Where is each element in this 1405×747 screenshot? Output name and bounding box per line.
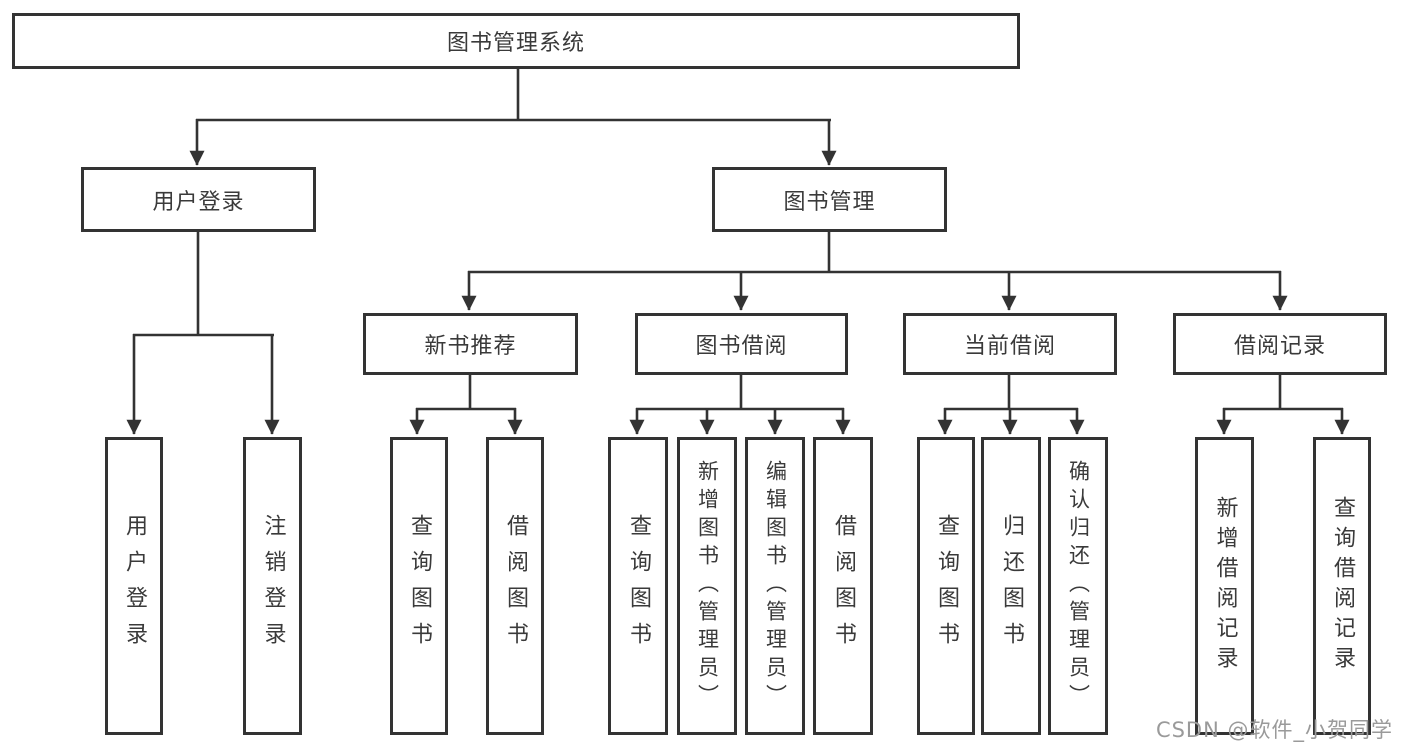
node-label: 编辑图书（管理员） <box>763 460 788 712</box>
connector-root-to-level2 <box>189 69 837 166</box>
node-label: 查询图书 <box>626 514 651 658</box>
node-label: 新书推荐 <box>424 334 517 359</box>
node-new-book-recommendation: 新书推荐 <box>363 313 578 375</box>
connector-borrow-records-children <box>1216 375 1350 435</box>
node-book-borrowing: 图书借阅 <box>635 313 848 375</box>
node-label: 借阅记录 <box>1233 334 1326 359</box>
connector-user-login-children <box>126 232 280 435</box>
node-label: 新增图书（管理员） <box>695 460 720 712</box>
connector-book-borrow-children <box>629 375 851 435</box>
leaf-confirm-return-admin: 确认归还（管理员） <box>1048 437 1108 735</box>
csdn-watermark: CSDN @软件_小贺同学 <box>1155 718 1393 742</box>
node-label: 归还图书 <box>999 514 1024 658</box>
node-label: 查询图书 <box>407 514 432 658</box>
leaf-return-books: 归还图书 <box>981 437 1041 735</box>
node-borrowing-records: 借阅记录 <box>1173 313 1387 375</box>
node-label: 借阅图书 <box>831 514 856 658</box>
leaf-user-login: 用户登录 <box>105 437 163 735</box>
node-label: 图书管理 <box>783 189 876 215</box>
node-label: 注销登录 <box>260 514 286 658</box>
connector-new-book-rec-children <box>409 375 523 435</box>
node-label: 新增借阅记录 <box>1212 496 1238 676</box>
node-library-management-system: 图书管理系统 <box>12 13 1020 69</box>
leaf-logout: 注销登录 <box>243 437 302 735</box>
leaf-query-books-recommendation: 查询图书 <box>390 437 448 735</box>
leaf-edit-books-admin: 编辑图书（管理员） <box>745 437 805 735</box>
leaf-query-borrow-record: 查询借阅记录 <box>1313 437 1371 735</box>
node-label: 确认归还（管理员） <box>1066 460 1091 712</box>
leaf-add-books-admin: 新增图书（管理员） <box>677 437 737 735</box>
node-label: 图书借阅 <box>695 334 788 359</box>
leaf-query-books-borrowing: 查询图书 <box>608 437 668 735</box>
connector-current-borrow-children <box>937 375 1085 435</box>
leaf-borrow-books-recommendation: 借阅图书 <box>486 437 544 735</box>
leaf-query-books-current: 查询图书 <box>917 437 975 735</box>
connector-book-management-children <box>461 232 1288 311</box>
node-label: 用户登录 <box>122 514 147 658</box>
node-label: 查询借阅记录 <box>1330 496 1355 676</box>
node-book-management: 图书管理 <box>712 167 947 232</box>
node-user-login: 用户登录 <box>81 167 316 232</box>
node-label: 查询图书 <box>934 514 959 658</box>
node-label: 图书管理系统 <box>446 31 585 56</box>
node-label: 借阅图书 <box>503 514 528 658</box>
leaf-borrow-books: 借阅图书 <box>813 437 873 735</box>
node-current-borrowing: 当前借阅 <box>903 313 1117 375</box>
leaf-add-borrow-record: 新增借阅记录 <box>1195 437 1254 735</box>
node-label: 当前借阅 <box>963 334 1056 359</box>
node-label: 用户登录 <box>152 189 245 215</box>
